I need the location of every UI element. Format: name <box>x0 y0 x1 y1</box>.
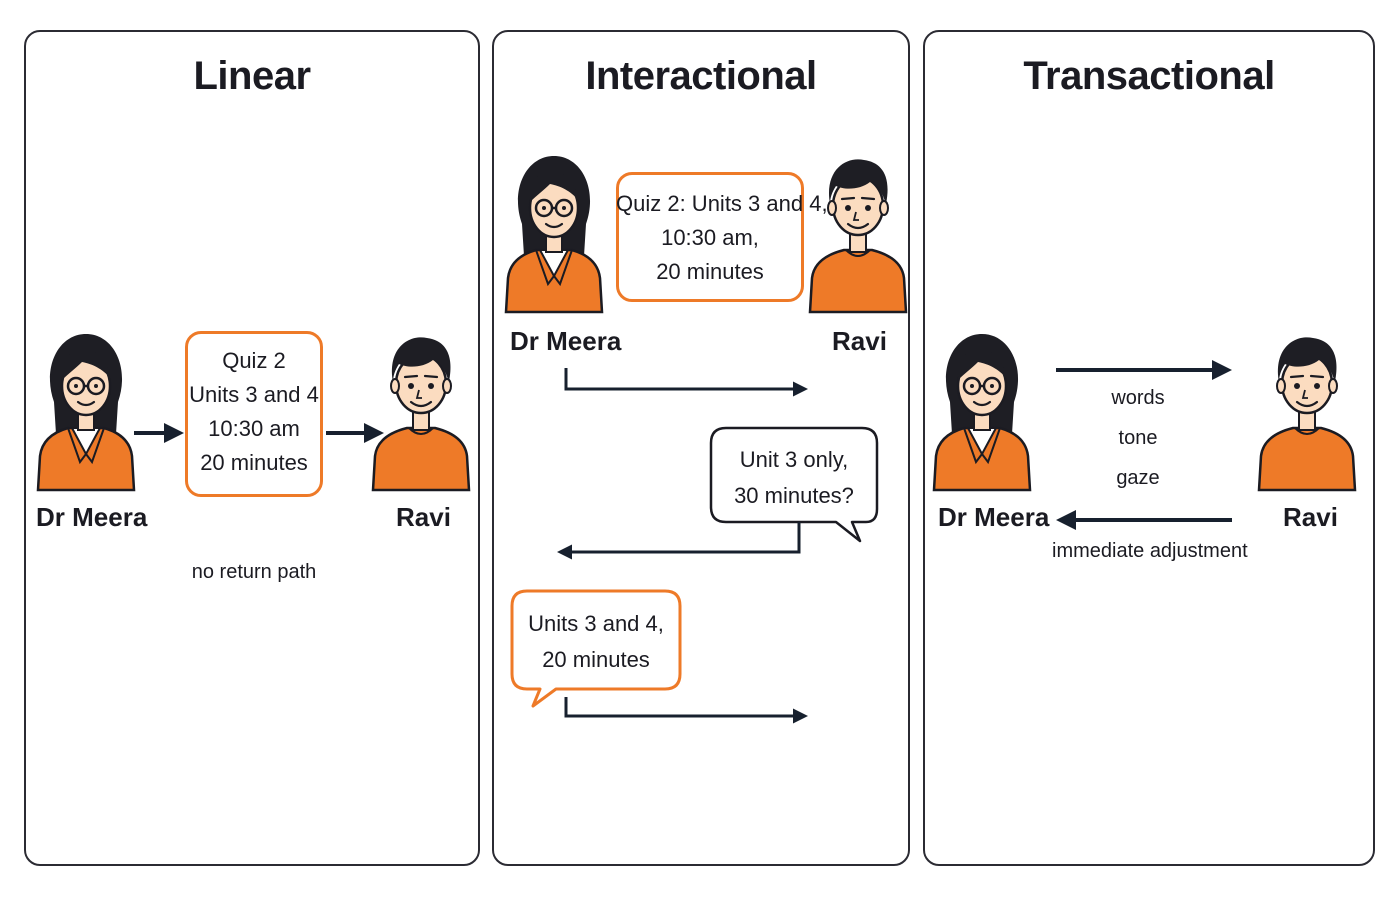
teacher-avatar-interactional <box>504 154 604 314</box>
teacher-avatar-transactional <box>932 332 1032 492</box>
panel-title-interactional: Interactional <box>585 54 817 98</box>
arrow-left-icon <box>557 522 801 560</box>
reply-speech-bubble <box>709 426 879 543</box>
teacher-avatar-linear <box>36 332 136 492</box>
channel-label: tone <box>1118 427 1158 449</box>
interactional-message-text: Quiz 2: Units 3 and 4, 10:30 am, 20 minu… <box>616 187 828 289</box>
message-line: 20 minutes <box>656 259 764 284</box>
message-line: 10:30 am <box>208 416 300 441</box>
channel-label: words <box>1111 387 1165 409</box>
message-line: Units 3 and 4 <box>189 382 319 407</box>
no-return-path-note: no return path <box>191 561 317 583</box>
reply-line: Unit 3 only, <box>739 447 849 472</box>
linear-message-box <box>185 331 323 497</box>
receiver-name-linear: Ravi <box>396 502 451 532</box>
reply-text: Unit 3 only, 30 minutes? <box>711 442 877 514</box>
receiver-name-transactional: Ravi <box>1283 502 1338 532</box>
response-speech-bubble <box>510 589 682 708</box>
message-line: 20 minutes <box>200 450 308 475</box>
reply-line: 30 minutes? <box>734 483 854 508</box>
sender-name-transactional: Dr Meera <box>938 502 1050 532</box>
arrow-right-icon <box>564 368 808 397</box>
receiver-name-interactional: Ravi <box>832 326 887 356</box>
student-avatar-linear <box>371 336 471 492</box>
linear-message-text: Quiz 2 Units 3 and 4 10:30 am 20 minutes <box>185 344 323 480</box>
response-text: Units 3 and 4, 20 minutes <box>512 606 680 678</box>
feedback-label: immediate adjustment <box>1052 540 1248 562</box>
student-avatar-interactional <box>808 158 908 314</box>
student-avatar-transactional <box>1257 336 1357 492</box>
message-line: Quiz 2 <box>222 348 286 373</box>
message-line: Quiz 2: Units 3 and 4, <box>616 191 828 216</box>
interactional-message-box <box>616 172 804 302</box>
arrow-right-icon <box>564 697 808 724</box>
response-line: Units 3 and 4, <box>528 611 664 636</box>
channel-label: gaze <box>1116 467 1160 489</box>
message-line: 10:30 am, <box>661 225 759 250</box>
sender-name-linear: Dr Meera <box>36 502 148 532</box>
sender-name-interactional: Dr Meera <box>510 326 622 356</box>
response-line: 20 minutes <box>542 647 650 672</box>
panel-title-linear: Linear <box>193 54 311 98</box>
panel-title-transactional: Transactional <box>1023 54 1275 98</box>
